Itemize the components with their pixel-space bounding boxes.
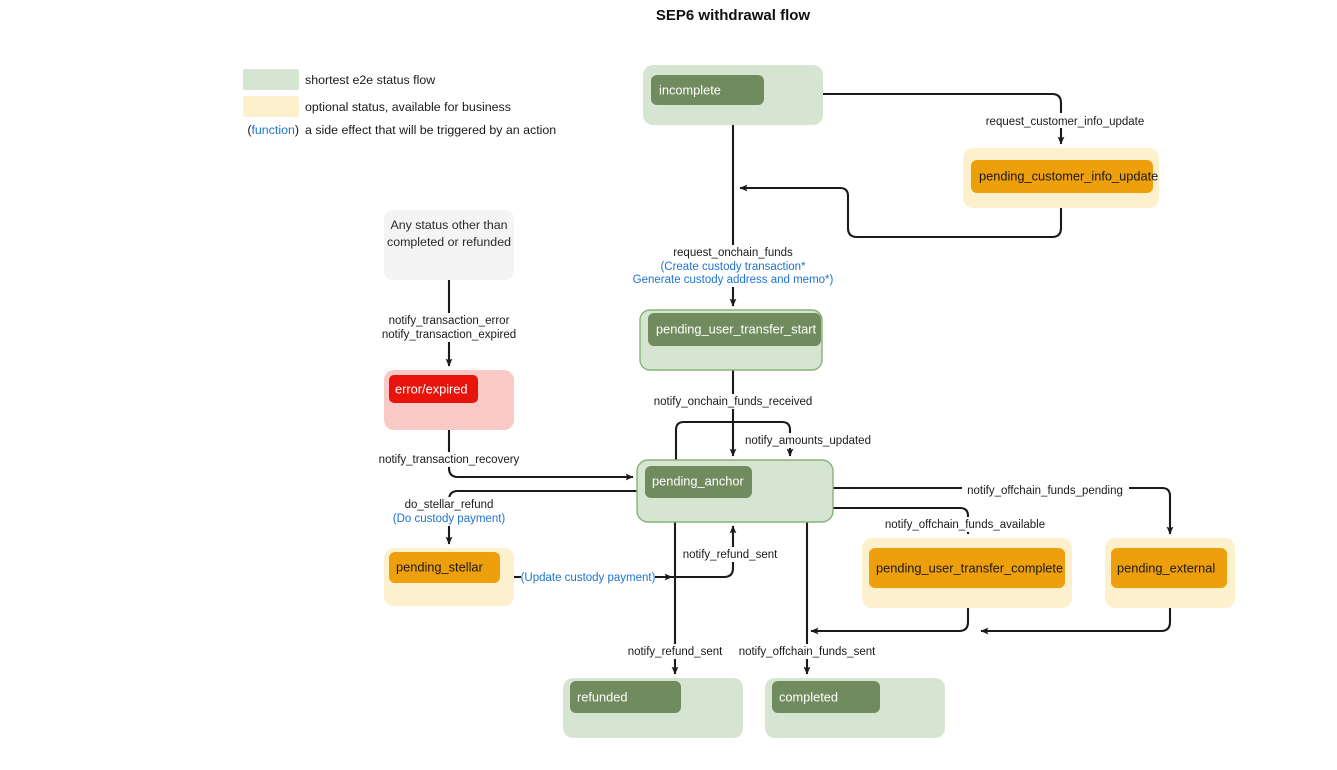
label-bg: [378, 313, 520, 342]
any-status-box: [384, 210, 514, 280]
edge-error-expired-to-pending-anchor: [447, 430, 634, 481]
edge-label-notify-amounts-updated: notify_amounts_updated: [745, 435, 871, 447]
edges-layer: [445, 92, 1174, 675]
legend-open-paren: (: [247, 123, 252, 137]
incomplete-label: incomplete: [659, 82, 721, 97]
edge-pending-anchor-self-amounts-updated: [674, 420, 794, 460]
label-bg: [978, 113, 1153, 128]
edge-incomplete-to-pending-customer-info-update: [823, 92, 1065, 145]
pending-external-pill[interactable]: [1111, 548, 1227, 588]
label-bg: [740, 433, 877, 448]
legend-label-function: a side effect that will be triggered by …: [305, 123, 556, 137]
edge-label-notify-refund-sent-refunded: notify_refund_sent: [628, 646, 723, 658]
label-bg: [373, 452, 527, 467]
label-bg: [885, 517, 1060, 532]
label-bg: [521, 569, 655, 585]
error-expired-label: error/expired: [395, 381, 468, 396]
legend-swatch-green: [243, 69, 299, 90]
node-any-status: Any status other than completed or refun…: [384, 210, 514, 280]
edge-label-generate-custody-address-and-memo: Generate custody address and memo*): [633, 274, 834, 286]
node-pending-anchor[interactable]: pending_anchor: [636, 459, 834, 523]
edge-label-notify-offchain-funds-available: notify_offchain_funds_available: [885, 519, 1045, 531]
edge-label-notify-onchain-funds-received: notify_onchain_funds_received: [654, 396, 813, 408]
node-pending-user-transfer-start[interactable]: pending_user_transfer_start: [639, 309, 823, 371]
completed-pill[interactable]: [772, 681, 880, 713]
edge-pending-external-to-completed: [980, 608, 1172, 635]
edge-pending-anchor-to-pending-external: [833, 486, 1174, 535]
page-title: SEP6 withdrawal flow: [656, 7, 811, 24]
completed-label: completed: [779, 689, 838, 704]
label-bg: [636, 245, 832, 287]
label-bg: [624, 644, 727, 659]
refunded-label: refunded: [577, 689, 628, 704]
node-pending-stellar[interactable]: pending_stellar: [384, 548, 514, 606]
legend-swatch-orange: [243, 96, 299, 117]
pending-external-label: pending_external: [1117, 560, 1215, 575]
any-status-line-1: Any status other than: [390, 218, 507, 232]
node-pending-user-transfer-complete[interactable]: pending_user_transfer_complete: [862, 538, 1072, 608]
pending-anchor-pill[interactable]: [645, 466, 752, 498]
pending-anchor-label: pending_anchor: [652, 473, 745, 488]
refunded-pill[interactable]: [570, 681, 681, 713]
pending-customer-info-update-label: pending_customer_info_update: [979, 168, 1158, 183]
edge-pending-user-transfer-complete-to-completed: [810, 608, 970, 635]
node-completed[interactable]: completed: [765, 678, 945, 738]
edge-label-notify-refund-sent-riser: notify_refund_sent: [683, 549, 778, 561]
edge-label-notify-transaction-error: notify_transaction_error: [389, 315, 510, 327]
legend-function-keyword: function: [251, 123, 295, 137]
pending-stellar-label: pending_stellar: [396, 559, 484, 574]
legend-label-green: shortest e2e status flow: [305, 73, 435, 87]
legend-label-orange: optional status, available for business: [305, 100, 511, 114]
edge-label-request-onchain-funds: request_onchain_funds: [673, 247, 793, 259]
edge-label-notify-transaction-expired: notify_transaction_expired: [382, 329, 516, 341]
edge-label-notify-offchain-funds-sent: notify_offchain_funds_sent: [739, 646, 876, 658]
pending-stellar-pill[interactable]: [389, 552, 500, 583]
edge-label-notify-transaction-recovery: notify_transaction_recovery: [379, 454, 520, 466]
error-expired-pill[interactable]: [389, 375, 478, 403]
edge-pending-anchor-to-pending-user-transfer-complete: [833, 506, 972, 535]
legend-close-paren: ): [295, 123, 299, 137]
edge-pending-customer-info-update-to-incomplete: [739, 184, 1063, 239]
label-bg: [734, 644, 882, 659]
pending-user-transfer-start-pill[interactable]: [648, 313, 821, 346]
legend-function-token: (function): [247, 123, 299, 137]
node-refunded[interactable]: refunded: [563, 678, 743, 738]
edge-label-do-custody-payment: (Do custody payment): [393, 513, 506, 525]
label-bg: [962, 483, 1129, 498]
label-bg: [385, 497, 513, 526]
node-error-expired[interactable]: error/expired: [384, 370, 514, 430]
label-bg: [644, 394, 822, 409]
node-pending-external[interactable]: pending_external: [1105, 538, 1235, 608]
edge-label-notify-offchain-funds-pending: notify_offchain_funds_pending: [967, 485, 1123, 497]
any-status-line-2: completed or refunded: [387, 235, 511, 249]
pending-user-transfer-complete-pill[interactable]: [869, 548, 1065, 588]
pending-user-transfer-complete-label: pending_user_transfer_complete: [876, 560, 1063, 575]
node-incomplete[interactable]: incomplete: [643, 65, 823, 125]
pending-user-transfer-start-label: pending_user_transfer_start: [656, 321, 817, 336]
incomplete-pill[interactable]: [651, 75, 764, 105]
edge-label-update-custody-payment: (Update custody payment): [521, 572, 656, 584]
label-bg: [680, 547, 783, 562]
edge-pending-stellar-to-pending-anchor: [655, 525, 737, 579]
edge-labels-layer: request_customer_info_update request_onc…: [373, 113, 1153, 659]
edge-label-create-custody-transaction: (Create custody transaction*: [660, 261, 806, 273]
edge-label-request-customer-info-update: request_customer_info_update: [986, 116, 1145, 128]
pending-customer-info-update-pill[interactable]: [971, 160, 1153, 193]
legend: shortest e2e status flow optional status…: [243, 69, 556, 137]
edge-label-do-stellar-refund: do_stellar_refund: [405, 499, 494, 511]
node-pending-customer-info-update[interactable]: pending_customer_info_update: [963, 148, 1159, 208]
